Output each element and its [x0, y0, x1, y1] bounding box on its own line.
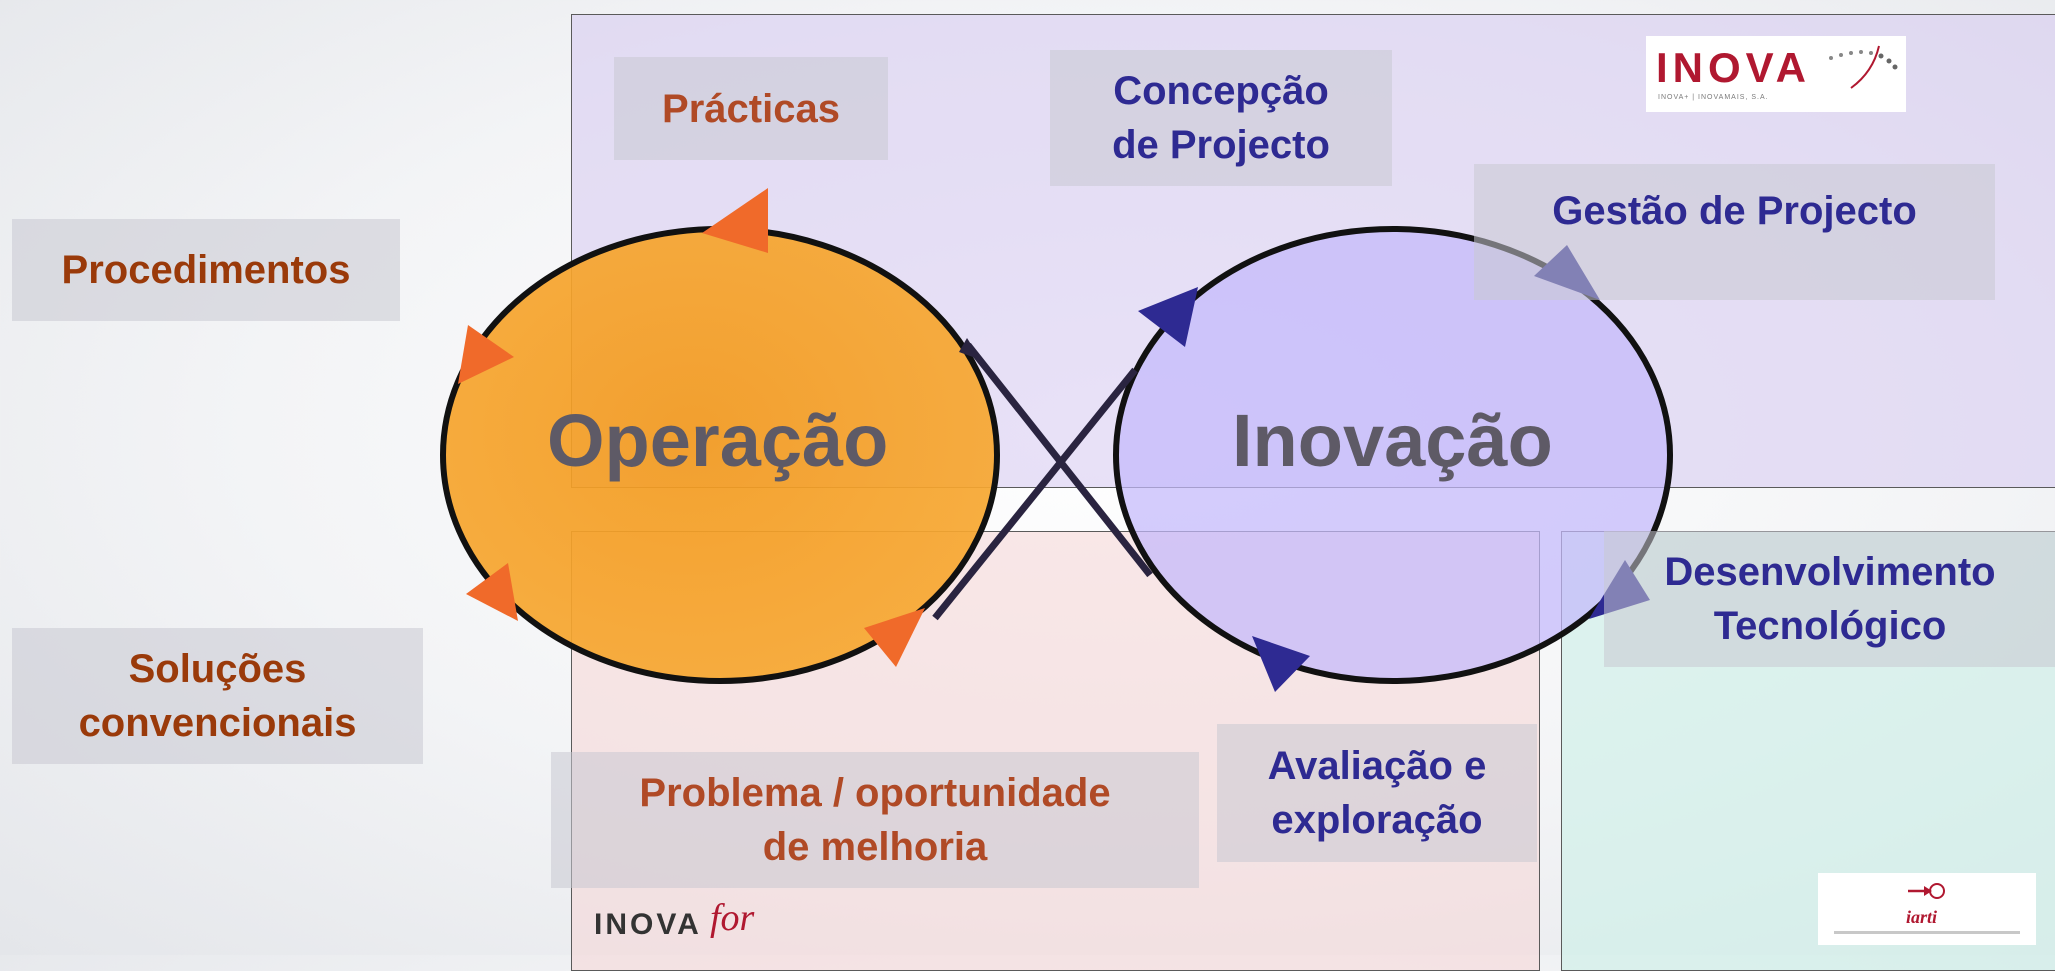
desenvolvimento-label: Desenvolvimento Tecnológico — [1604, 531, 2055, 667]
inovacao-ellipse — [1113, 226, 1673, 684]
solucoes-label: Soluções convencionais — [12, 628, 423, 764]
inovafor-logo: INOVA for — [590, 896, 770, 948]
arrowhead-left-upper — [458, 325, 514, 384]
inova-logo-tagline: INOVA+ | INOVAMAIS, S.A. — [1658, 94, 1769, 101]
gestao-label: Gestão de Projecto — [1474, 164, 1995, 300]
inova-logo: INOVA INOVA+ | INOVAMAIS, S.A. — [1646, 36, 1906, 112]
arrowhead-inovacao-left — [1138, 287, 1198, 347]
arrowhead-inovacao-bottom — [1252, 636, 1310, 692]
inovafor-logo-text: INOVA — [594, 908, 702, 941]
iarti-logo-icon — [1908, 883, 1945, 899]
problema-label: Problema / oportunidade de melhoria — [551, 752, 1199, 888]
concepcao-label: Concepção de Projecto — [1050, 50, 1392, 186]
inova-logo-swoosh — [1829, 45, 1898, 89]
practicas-label: Prácticas — [614, 57, 888, 160]
iarti-logo-fineprint — [1834, 931, 2020, 934]
inova-logo-text: INOVA — [1656, 44, 1811, 91]
arrowhead-top-left — [702, 188, 768, 253]
inovafor-logo-suffix: for — [710, 897, 755, 939]
operacao-label: Operação — [547, 399, 889, 482]
arrowhead-bottom-center — [864, 608, 925, 667]
arrowhead-cross-left — [959, 338, 981, 360]
arrowhead-left-lower — [466, 563, 518, 621]
iarti-logo: iarti — [1818, 873, 2036, 945]
iarti-logo-text: iarti — [1906, 907, 1938, 927]
inovacao-label: Inovação — [1232, 399, 1553, 482]
cross-line-up — [932, 367, 1138, 621]
avaliacao-label: Avaliação e exploração — [1217, 724, 1537, 862]
procedimentos-label: Procedimentos — [12, 219, 400, 321]
